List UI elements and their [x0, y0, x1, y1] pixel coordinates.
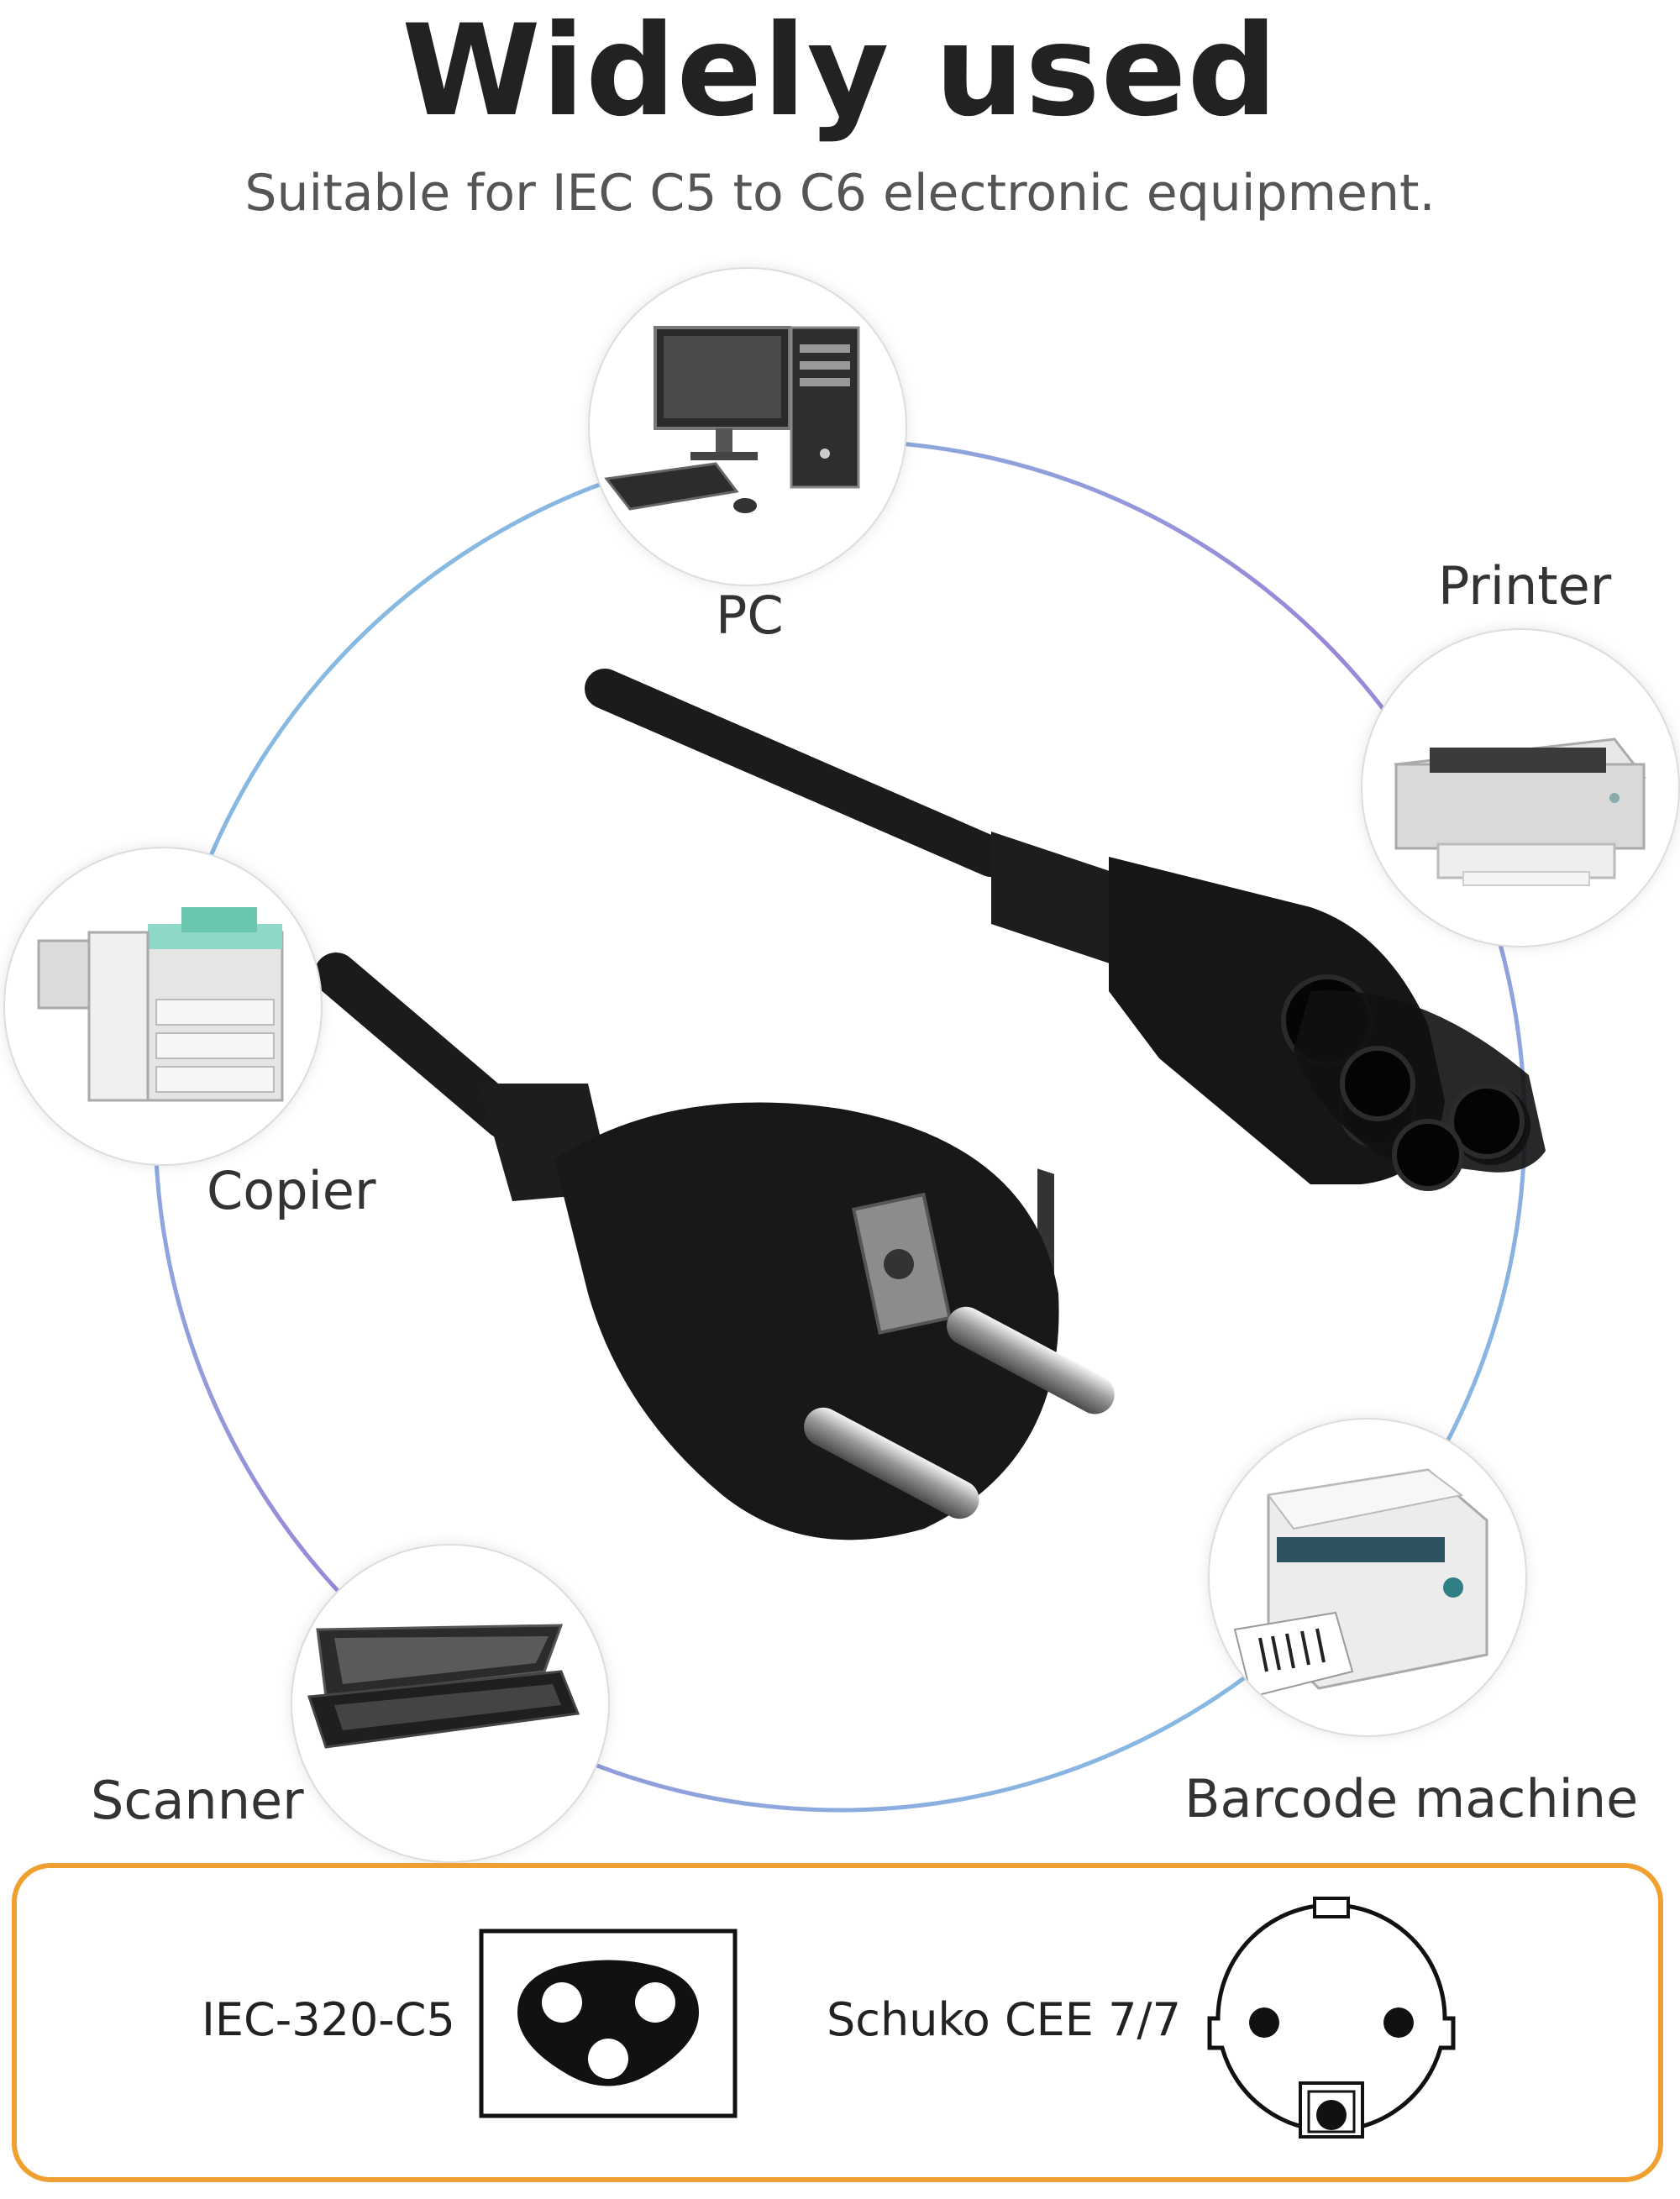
printer-icon — [1394, 737, 1646, 886]
pc-circle — [588, 267, 907, 586]
schuko-label: Schuko CEE 7/7 — [827, 1993, 1181, 2046]
barcode-printer-icon — [1233, 1468, 1488, 1698]
device-ring — [153, 438, 1546, 1813]
c5-cable — [585, 669, 1546, 1292]
printer-label: Printer — [1438, 555, 1612, 617]
barcode-circle — [1208, 1418, 1527, 1737]
copier-circle — [3, 847, 323, 1166]
copier-icon — [37, 907, 284, 1102]
copier-label: Copier — [207, 1160, 376, 1221]
schuko-cable — [314, 953, 1115, 1540]
iec-c5-connector-icon — [479, 1929, 738, 2118]
scanner-label: Scanner — [91, 1770, 304, 1831]
pc-label: PC — [716, 585, 784, 646]
schuko-plug-icon — [1207, 1897, 1456, 2139]
page-subtitle: Suitable for IEC C5 to C6 electronic equ… — [244, 164, 1436, 223]
barcode-label: Barcode machine — [1184, 1768, 1639, 1829]
scanner-icon — [307, 1624, 580, 1749]
scanner-circle — [291, 1544, 610, 1863]
printer-circle — [1361, 628, 1680, 947]
iec-c5-label: IEC-320-C5 — [202, 1993, 455, 2046]
pc-icon — [604, 326, 860, 513]
page-title: Widely used — [402, 0, 1278, 144]
